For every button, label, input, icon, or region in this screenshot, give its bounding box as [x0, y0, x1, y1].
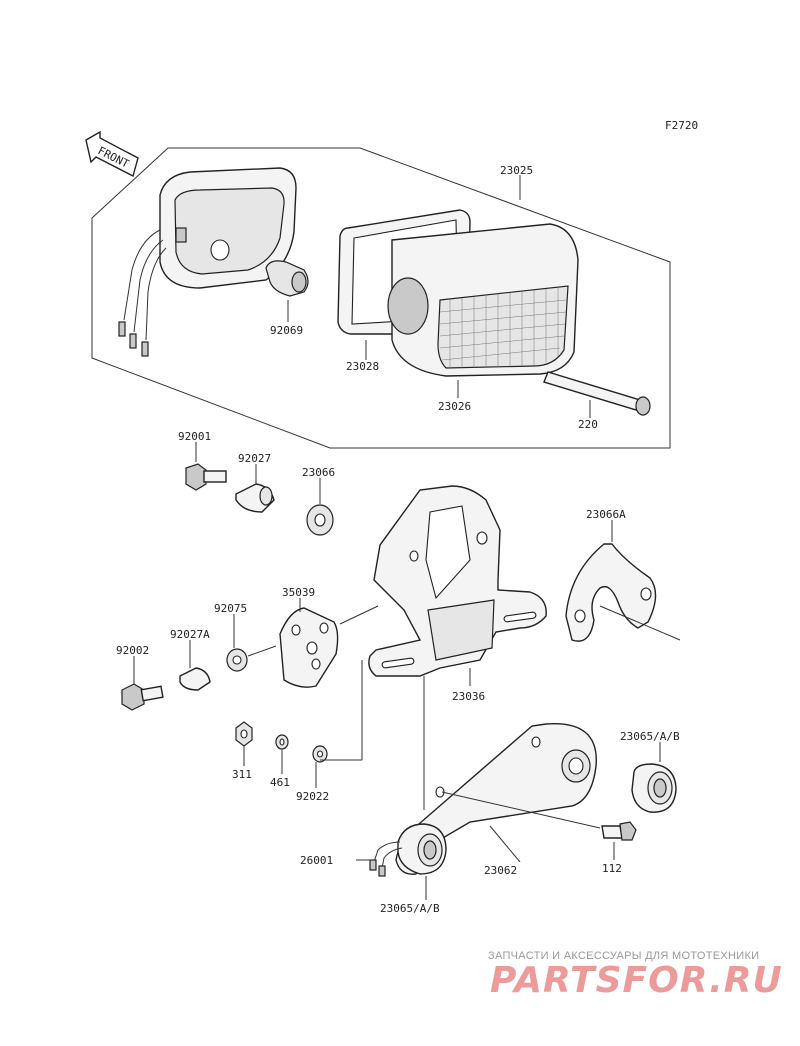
harness-26001 [369, 841, 403, 877]
bolt-92001 [185, 463, 227, 491]
part-labels: 23025 92069 23028 23026 220 92001 92027 … [116, 164, 680, 915]
label-23028: 23028 [346, 360, 379, 373]
label-92027A: 92027A [170, 628, 210, 641]
label-26001: 26001 [300, 854, 333, 867]
bolt-112 [601, 821, 637, 841]
label-220: 220 [578, 418, 598, 431]
screw-220 [543, 371, 651, 416]
washer-23066 [306, 504, 334, 536]
label-23066A: 23066A [586, 508, 626, 521]
label-112: 112 [602, 862, 622, 875]
label-92022: 92022 [296, 790, 329, 803]
label-92027: 92027 [238, 452, 271, 465]
watermark-logo: PARTSFOR.RU [490, 960, 783, 1001]
taillight-base [118, 167, 297, 357]
label-311: 311 [232, 768, 252, 781]
label-461: 461 [270, 776, 290, 789]
front-arrow-icon: FRONT [85, 130, 139, 178]
bulb-92069 [265, 260, 309, 297]
leader-lines [133, 175, 681, 900]
washer-92075 [226, 648, 248, 672]
collar-92027 [235, 483, 275, 513]
label-23065AB-bottom: 23065/A/B [380, 902, 440, 915]
lamp-23065AB-right [631, 763, 677, 813]
lens-23026 [387, 223, 579, 377]
label-23025: 23025 [500, 164, 533, 177]
bracket-23062 [395, 723, 597, 875]
washer-461 [275, 734, 289, 750]
label-92002: 92002 [116, 644, 149, 657]
label-92075: 92075 [214, 602, 247, 615]
label-23066: 23066 [302, 466, 335, 479]
assembly-outline [91, 147, 671, 449]
bracket-23066A [565, 543, 657, 642]
label-23062: 23062 [484, 864, 517, 877]
nut-311 [235, 721, 253, 747]
label-23065AB-right: 23065/A/B [620, 730, 680, 743]
label-35039: 35039 [282, 586, 315, 599]
bolt-92002 [121, 683, 164, 711]
washer-92022 [312, 745, 328, 763]
watermark-tagline: ЗАПЧАСТИ И АКСЕССУАРЫ ДЛЯ МОТОТЕХНИКИ [488, 950, 760, 962]
label-92069: 92069 [270, 324, 303, 337]
label-92001: 92001 [178, 430, 211, 443]
diagram-code: F2720 [665, 119, 698, 132]
label-23036: 23036 [452, 690, 485, 703]
bracket-23036 [368, 485, 547, 677]
collar-92027A [179, 667, 211, 691]
label-23026: 23026 [438, 400, 471, 413]
lamp-23065AB-bottom [397, 823, 447, 875]
plate-35039 [279, 607, 339, 688]
